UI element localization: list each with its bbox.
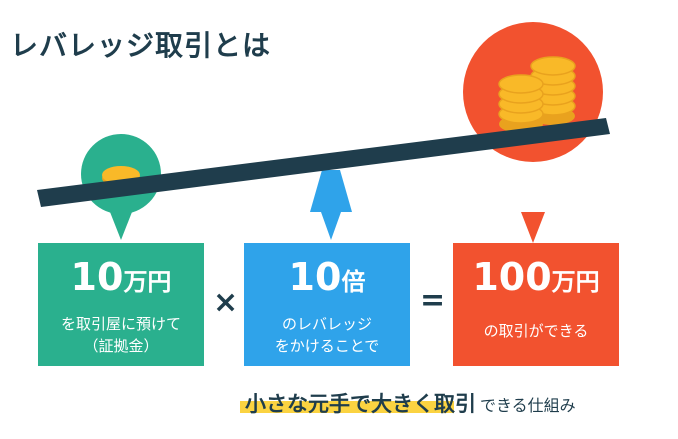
trade-box: 100万円 の取引ができる <box>453 243 619 366</box>
margin-line2: （証拠金） <box>83 337 159 355</box>
lever-bar <box>37 118 610 207</box>
equals-operator: = <box>420 283 446 318</box>
trade-coin-group <box>463 22 603 162</box>
tagline-light: できる仕組み <box>480 396 576 415</box>
margin-pointer <box>110 212 132 240</box>
leverage-line1: のレバレッジ <box>281 315 372 333</box>
multiply-operator: × <box>213 285 239 320</box>
trade-amount: 100 <box>472 255 552 299</box>
margin-line1: を取引屋に預けて <box>60 315 181 333</box>
page-title: レバレッジ取引とは <box>10 29 272 62</box>
fulcrum <box>310 170 352 212</box>
leverage-amount: 10 <box>288 255 342 299</box>
trade-unit: 万円 <box>551 268 600 296</box>
tagline-highlight <box>240 401 454 413</box>
margin-unit: 万円 <box>123 268 172 296</box>
leverage-unit: 倍 <box>341 268 366 296</box>
leverage-line2: をかけることで <box>274 337 380 355</box>
tagline-strong: 小さな元手で大きく取引 <box>245 392 476 416</box>
tagline: 小さな元手で大きく取引できる仕組み <box>245 388 576 418</box>
leverage-box: 10倍 のレバレッジ をかけることで <box>244 243 410 366</box>
trade-pointer <box>521 212 545 243</box>
margin-box: 10万円 を取引屋に預けて （証拠金） <box>38 243 204 366</box>
trade-line1: の取引ができる <box>483 322 589 340</box>
leverage-pointer <box>321 212 341 240</box>
coin-stack-icon <box>498 56 576 133</box>
margin-amount: 10 <box>70 255 124 299</box>
